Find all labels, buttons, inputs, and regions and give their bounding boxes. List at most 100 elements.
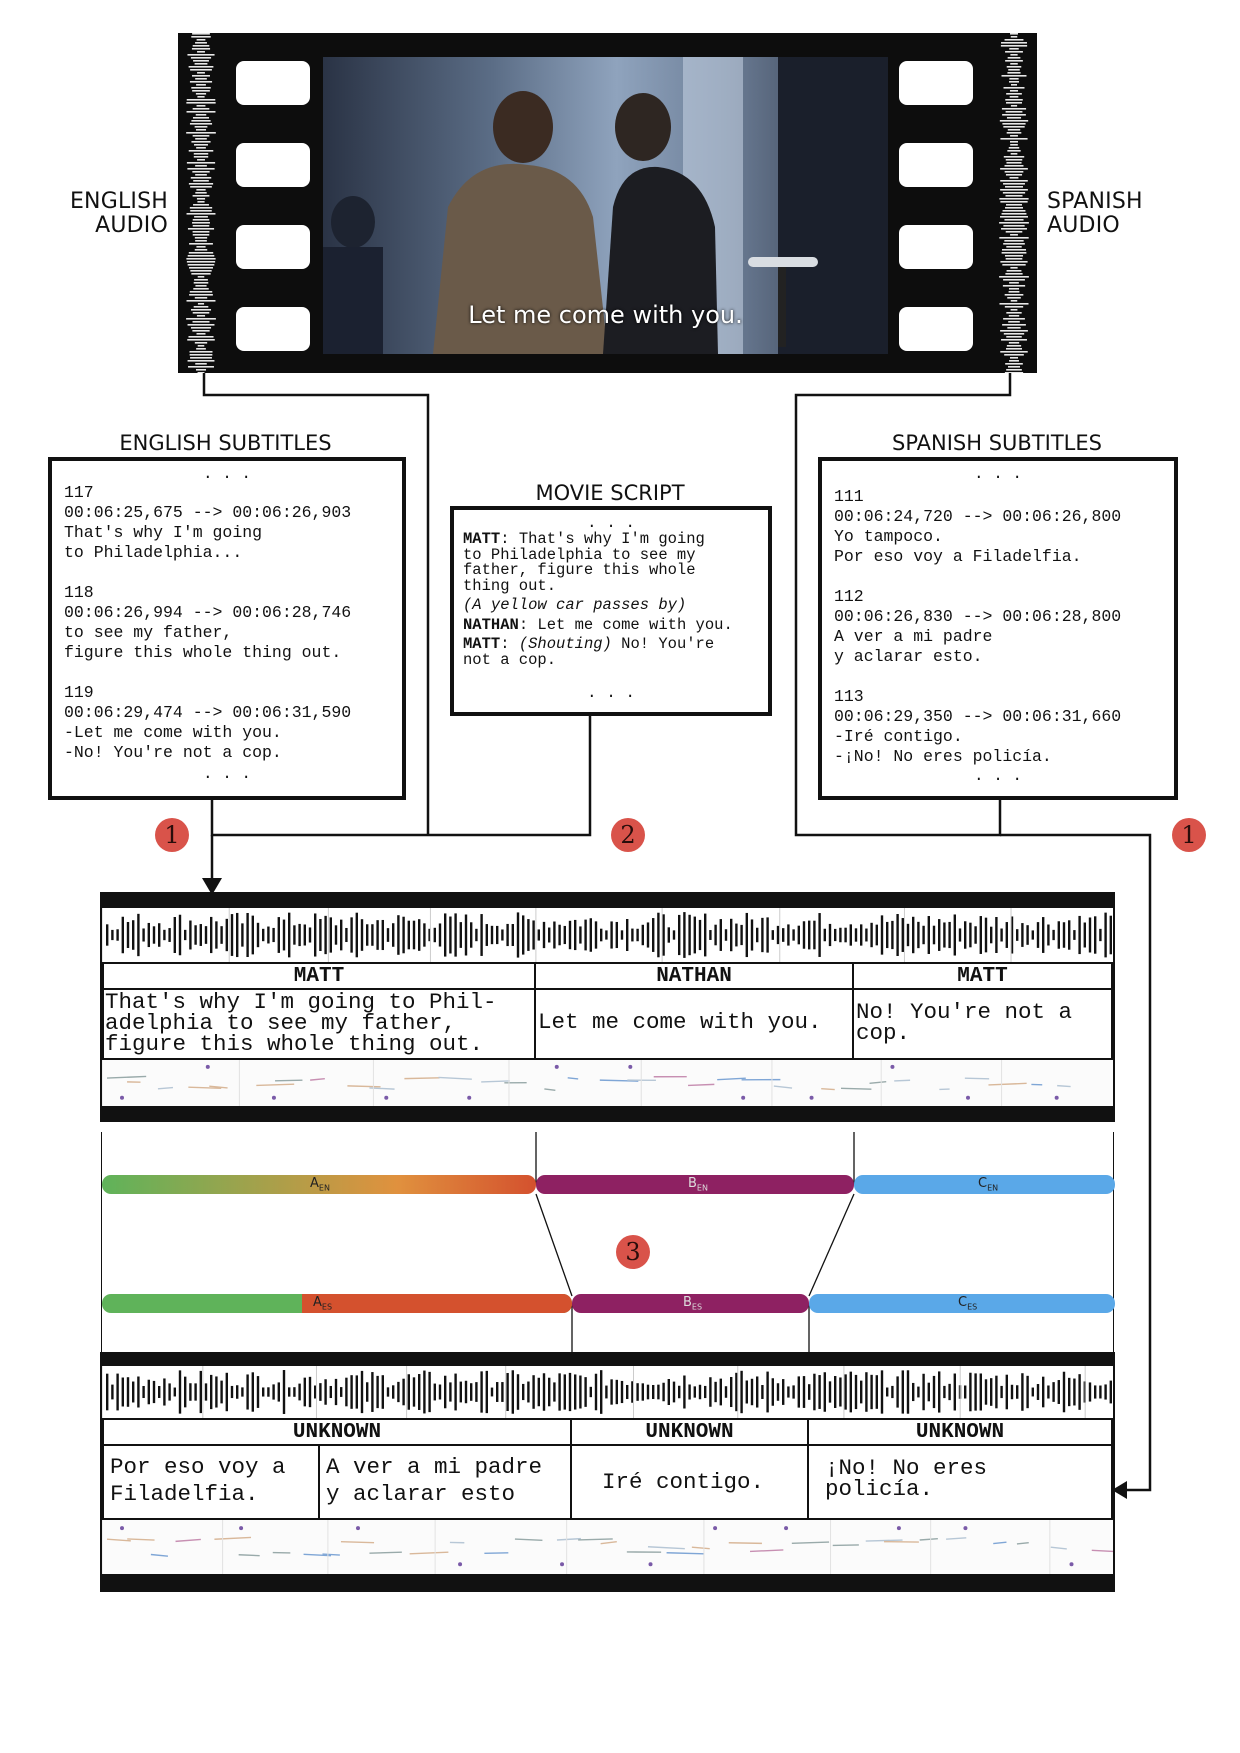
- english-subtitle-line: 00:06:25,675 --> 00:06:26,903: [64, 503, 352, 522]
- spanish-audio-label: SPANISH AUDIO: [1047, 190, 1187, 238]
- es-utt-b-line1: Iré contigo.: [602, 1469, 765, 1495]
- es-utterance-a2: A ver a mi padre y aclarar esto: [318, 1444, 572, 1520]
- en-utt-c-line1: No! You're not a: [856, 999, 1073, 1025]
- spanish-audio-label-line1: SPANISH: [1047, 189, 1143, 214]
- spanish-subtitle-line: y aclarar esto.: [834, 647, 983, 666]
- english-subtitle-line: -No! You're not a cop.: [64, 743, 282, 762]
- seg-c-es-sub: ES: [967, 1302, 978, 1312]
- script-speaker-matt2: MATT: [463, 635, 501, 653]
- segment-a-es-bar-orange: [302, 1294, 572, 1313]
- english-feature-strip: [102, 1060, 1113, 1106]
- segment-c-en-label: CEN: [978, 1176, 998, 1193]
- spanish-audio-label-line2: AUDIO: [1047, 213, 1120, 238]
- english-subtitle-line: [64, 663, 390, 683]
- english-audio-label: ENGLISH AUDIO: [40, 190, 168, 238]
- english-track-inner: MATT NATHAN MATT That's why I'm going to…: [102, 908, 1113, 1106]
- spanish-track-inner: UNKNOWN UNKNOWN UNKNOWN Por eso voy a Fi…: [102, 1366, 1113, 1574]
- script-matt-cont1: to Philadelphia to see my: [463, 545, 696, 564]
- movie-scene: [323, 57, 888, 354]
- seg-c-en-letter: C: [978, 1176, 988, 1191]
- english-subtitle-line: -Let me come with you.: [64, 723, 282, 742]
- script-nathan-line: NATHAN: Let me come with you.: [463, 615, 759, 634]
- seg-b-en-sub: EN: [696, 1183, 708, 1193]
- es-ellipsis-bottom: . . .: [973, 767, 1022, 785]
- es-utt-a2-line1: A ver a mi padre: [326, 1454, 543, 1480]
- english-subtitle-line: [64, 563, 390, 583]
- spanish-subtitle-line: 00:06:29,350 --> 00:06:31,660: [834, 707, 1122, 726]
- spanish-audio-waveform: [999, 33, 1029, 373]
- segment-a-es-label: AES: [313, 1295, 332, 1312]
- script-speaker-nathan: NATHAN: [463, 615, 519, 634]
- spanish-subtitle-line: 111: [834, 487, 864, 506]
- en-speaker-matt: MATT: [102, 962, 536, 990]
- spanish-feature-strip: [102, 1520, 1113, 1574]
- alignment-panel: AEN BEN CEN AES BES CES 3: [101, 1132, 1115, 1352]
- en-utt-a-line1: That's why I'm going to Phil-: [105, 989, 497, 1015]
- english-subtitle-line: to Philadelphia...: [64, 543, 243, 562]
- english-subtitle-line: That's why I'm going: [64, 523, 263, 542]
- es-utterance-b: Iré contigo.: [570, 1444, 809, 1520]
- segment-c-en-bar: [854, 1175, 1115, 1194]
- seg-c-en-sub: EN: [987, 1183, 999, 1193]
- en-utt-c-line2: cop.: [856, 1020, 911, 1046]
- script-matt-text: : That's why I'm going: [500, 530, 705, 548]
- seg-a-en-letter: A: [310, 1176, 319, 1191]
- segment-a-en-label: AEN: [310, 1176, 330, 1193]
- en-speaker-nathan: NATHAN: [534, 962, 854, 990]
- script-parenthetical: (Shouting): [518, 635, 612, 653]
- spanish-subtitle-line: [834, 567, 1162, 587]
- spanish-track-panel: UNKNOWN UNKNOWN UNKNOWN Por eso voy a Fi…: [100, 1352, 1115, 1592]
- es-speaker-unknown-1: UNKNOWN: [102, 1418, 572, 1446]
- film-subtitle-caption: Let me come with you.: [468, 301, 743, 329]
- en-utt-a-line2: adelphia to see my father,: [105, 1010, 457, 1036]
- script-matt2-cont: not a cop.: [463, 650, 557, 669]
- step-badge-2: 2: [611, 818, 645, 852]
- english-subtitle-line: 118: [64, 583, 94, 602]
- english-subtitle-line: to see my father,: [64, 623, 233, 642]
- spanish-subtitle-line: 113: [834, 687, 864, 706]
- es-utt-a1-line1: Por eso voy a: [110, 1454, 286, 1480]
- segment-c-es-label: CES: [958, 1295, 977, 1312]
- step-badge-1-right: 1: [1172, 818, 1206, 852]
- es-utterance-c: ¡No! No eres policía.: [807, 1444, 1113, 1520]
- spanish-subtitles-title: SPANISH SUBTITLES: [892, 431, 1102, 455]
- film-strip: Let me come with you.: [178, 33, 1037, 373]
- english-subtitle-line: 00:06:26,994 --> 00:06:28,746: [64, 603, 352, 622]
- script-ellipsis-top: . . .: [586, 514, 635, 532]
- script-speaker-matt: MATT: [463, 530, 501, 548]
- english-audio-waveform: [186, 33, 216, 373]
- seg-a-es-letter: A: [313, 1295, 322, 1310]
- script-matt-cont2: father, figure this whole: [463, 561, 696, 579]
- ellipsis-bottom: . . .: [202, 765, 251, 783]
- spanish-subtitle-line: [834, 667, 1162, 687]
- movie-frame: Let me come with you.: [323, 57, 888, 354]
- step-badge-1-left: 1: [155, 818, 189, 852]
- spanish-subtitle-line: 00:06:26,830 --> 00:06:28,800: [834, 607, 1122, 626]
- spanish-subtitle-line: -Iré contigo.: [834, 727, 963, 746]
- english-audio-label-line2: AUDIO: [95, 213, 168, 238]
- script-ellipsis-bottom: . . .: [586, 684, 635, 702]
- english-audio-label-line1: ENGLISH: [69, 189, 168, 214]
- es-ellipsis-top: . . .: [973, 465, 1022, 483]
- en-utterance-c: No! You're not a cop.: [852, 988, 1113, 1060]
- script-matt2-text: No! You're: [611, 635, 715, 653]
- es-utt-a2-line2: y aclarar esto: [326, 1481, 516, 1507]
- seg-c-es-letter: C: [958, 1295, 968, 1310]
- english-track-panel: MATT NATHAN MATT That's why I'm going to…: [100, 892, 1115, 1122]
- script-action-line: (A yellow car passes by): [463, 596, 687, 614]
- spanish-subtitle-line: -¡No! No eres policía.: [834, 747, 1052, 766]
- es-utterance-a1: Por eso voy a Filadelfia.: [102, 1444, 320, 1520]
- en-utterance-a: That's why I'm going to Phil- adelphia t…: [102, 988, 536, 1060]
- spanish-subtitle-line: 112: [834, 587, 864, 606]
- es-utt-c-line2: policía.: [825, 1476, 934, 1502]
- english-subtitle-line: 119: [64, 683, 94, 702]
- seg-b-en-letter: B: [688, 1176, 697, 1191]
- es-speaker-unknown-2: UNKNOWN: [570, 1418, 809, 1446]
- step-badge-3: 3: [616, 1235, 650, 1269]
- segment-a-en-bar: [102, 1175, 536, 1194]
